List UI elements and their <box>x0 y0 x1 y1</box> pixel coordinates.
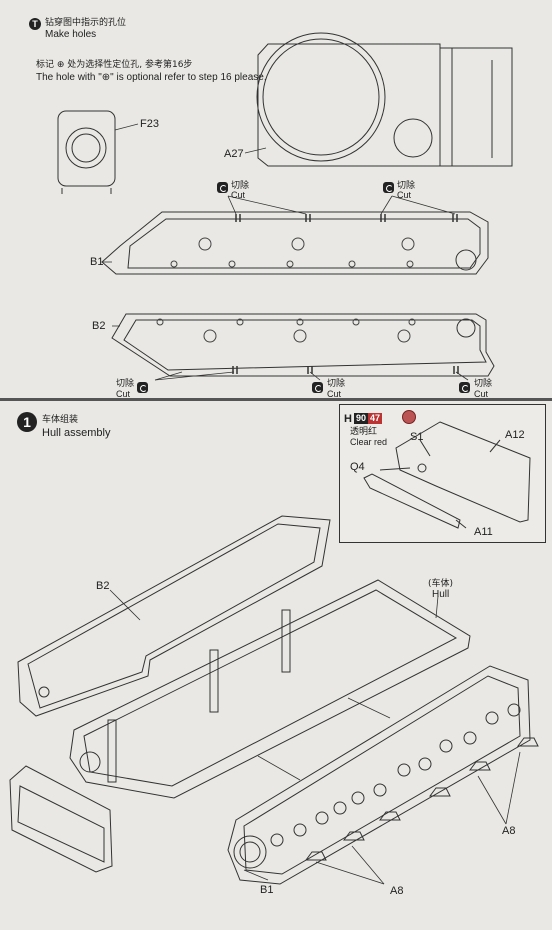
paint-label-en: Clear red <box>350 437 388 447</box>
step-divider <box>0 398 552 401</box>
cut-label-cn: 切除 <box>397 181 416 191</box>
step-t-badge: T <box>29 18 41 30</box>
top-drawing <box>57 32 513 381</box>
hull-label-cn: (车体) <box>428 579 454 589</box>
paint-code-b: 47 <box>368 413 383 424</box>
b1-label: B1 <box>90 256 104 268</box>
paint-label-cn: 透明红 <box>350 427 378 437</box>
a12-label: A12 <box>505 429 525 441</box>
b2-plate <box>111 313 495 377</box>
cut-label-en: Cut <box>397 190 412 200</box>
step-t-title-cn: 钻穿图中指示的孔位 <box>45 18 127 28</box>
cut-label-cn: 切除 <box>231 181 250 191</box>
paint-letter: H <box>344 413 352 425</box>
cut-icon <box>459 382 470 393</box>
a8-right-label: A8 <box>502 825 516 837</box>
b1-bottom-label: B1 <box>260 884 274 896</box>
cut-icon <box>137 382 148 393</box>
hull-label-en: Hull <box>432 589 450 600</box>
cut-icon <box>312 382 323 393</box>
cut-icon <box>383 182 394 193</box>
cut-label-cn: 切除 <box>327 379 346 389</box>
b1-plate <box>101 211 489 275</box>
cut-label-cn: 切除 <box>474 379 493 389</box>
cut-label-en: Cut <box>327 389 342 399</box>
cut-label-en: Cut <box>474 389 489 399</box>
hull-floor <box>69 579 471 799</box>
f23-label: F23 <box>140 118 159 130</box>
step-1-title-en: Hull assembly <box>42 427 111 439</box>
step-1-title-cn: 车体组装 <box>42 415 79 425</box>
b2-label: B2 <box>92 320 106 332</box>
f23-part <box>57 110 116 187</box>
a11-label: A11 <box>474 526 493 538</box>
b2-hull-label: B2 <box>96 580 110 592</box>
step-t-title-en: Make holes <box>45 29 97 40</box>
cut-label-cn: 切除 <box>116 379 135 389</box>
holes-note-cn: 标记 ⊕ 处为选择性定位孔, 参考第16步 <box>36 60 193 70</box>
b2-hull-plate <box>17 515 331 717</box>
light-inset-box: H 90 47 透明红 Clear red S1 A12 Q4 A11 <box>339 404 546 543</box>
holes-note-en: The hole with "⊕" is optional refer to s… <box>36 72 267 83</box>
a27-part <box>257 43 513 167</box>
b1-hull-plate <box>227 665 531 885</box>
cut-label-en: Cut <box>116 389 131 399</box>
step-1-badge: 1 <box>17 412 37 432</box>
q4-label: Q4 <box>350 461 365 473</box>
cut-icon <box>217 182 228 193</box>
a8-bottom-label: A8 <box>390 885 404 897</box>
a27-label: A27 <box>224 148 244 160</box>
clear-red-swatch <box>402 410 416 424</box>
paint-code-a: 90 <box>354 413 369 424</box>
cut-label-en: Cut <box>231 190 246 200</box>
